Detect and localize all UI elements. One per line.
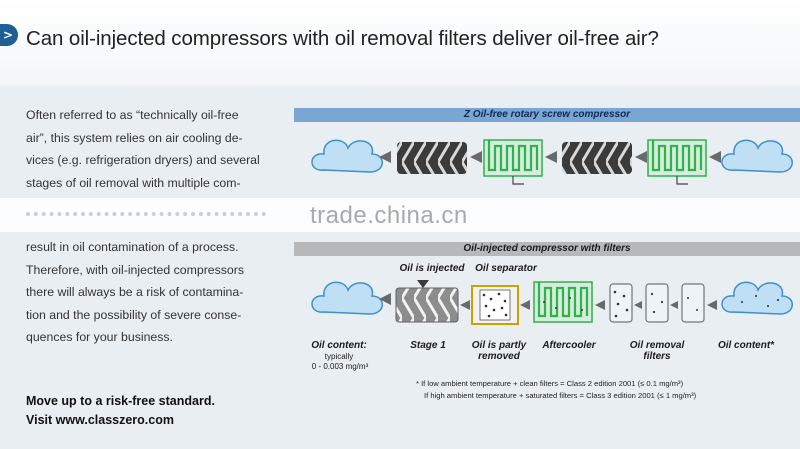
arrow-right-icon [595, 300, 605, 310]
aftercooler-icon [647, 139, 707, 185]
oil-removal-label: Oil removal [629, 340, 685, 351]
arrow-right-icon [709, 151, 721, 163]
text-line: Therefore, with oil-injected compressors [26, 262, 245, 277]
text-line: quences for your business. [26, 330, 173, 344]
chevron-right-icon: > [0, 24, 18, 46]
oil-content-label: Oil content: [311, 340, 367, 351]
arrow-right-icon [379, 151, 391, 163]
aftercooler-label: Aftercooler [542, 340, 596, 351]
footnote-2: If high ambient temperature + saturated … [424, 391, 697, 400]
call-to-action: Move up to a risk-free standard. Visit w… [26, 392, 215, 430]
oil-injected-diagram [311, 280, 793, 325]
oil-content-end-label: Oil content* [717, 340, 775, 351]
arrow-right-icon [670, 301, 678, 309]
text-line: vices (e.g. refrigeration dryers) and se… [26, 153, 260, 167]
partly-removed-label-2: removed [478, 351, 520, 362]
arrow-right-icon [545, 151, 557, 163]
oil-free-diagram-label: Z Oil-free rotary screw compressor [294, 108, 800, 122]
oil-filter-icon [645, 283, 669, 323]
oil-separator-icon [471, 285, 519, 325]
cloud-icon [311, 281, 383, 315]
screw-rotor-icon [562, 142, 632, 174]
filters-label: filters [643, 351, 671, 362]
cta-heading: Move up to a risk-free standard. [26, 394, 215, 408]
arrow-right-icon [379, 293, 391, 305]
cloud-icon [721, 139, 793, 173]
aftercooler-icon [483, 139, 543, 185]
arrow-right-icon [520, 300, 530, 310]
arrow-right-icon [635, 151, 647, 163]
oil-free-diagram [311, 139, 793, 185]
oil-injected-label: Oil is injected [399, 263, 465, 274]
text-line: air”, this system relies on air cooling … [26, 130, 243, 145]
screw-rotor-icon [397, 142, 467, 174]
page-title: Can oil-injected compressors with oil re… [26, 27, 659, 50]
watermark-text: trade.china.cn [310, 202, 468, 229]
oil-separator-label: Oil separator [475, 263, 537, 274]
text-line: result in oil contamination of a process… [26, 240, 239, 254]
text-line: stages of oil removal with multiple com- [26, 175, 241, 190]
risk-paragraph: result in oil contamination of a process… [26, 236, 271, 349]
arrow-right-icon [460, 300, 470, 310]
oil-drop-arrow-icon [417, 280, 429, 288]
text-line: Often referred to as “technically oil-fr… [26, 108, 239, 122]
cta-link[interactable]: Visit www.classzero.com [26, 413, 174, 427]
aftercooler-icon [533, 281, 593, 323]
screw-rotor-icon [395, 287, 459, 323]
title-bar [0, 0, 800, 86]
oil-injected-diagram-label: Oil-injected compressor with filters [294, 242, 800, 256]
oil-filter-icon [681, 283, 705, 323]
text-line: there will always be a risk of contamina… [26, 285, 244, 299]
oil-content-range: 0 - 0.003 mg/m³ [311, 362, 369, 371]
arrow-right-icon [634, 301, 642, 309]
text-line: tion and the possibility of severe conse… [26, 307, 242, 322]
oil-filter-icon [609, 283, 633, 323]
partly-removed-label: Oil is partly [471, 340, 527, 351]
arrow-right-icon [470, 151, 482, 163]
arrow-right-icon [707, 300, 717, 310]
intro-paragraph: Often referred to as “technically oil-fr… [26, 104, 271, 194]
typically-label: typically [324, 352, 354, 361]
cloud-icon [311, 139, 383, 173]
divider [26, 212, 266, 218]
stage1-label: Stage 1 [410, 340, 446, 351]
footnote-1: * If low ambient temperature + clean fil… [416, 379, 684, 388]
cloud-icon [721, 281, 793, 315]
